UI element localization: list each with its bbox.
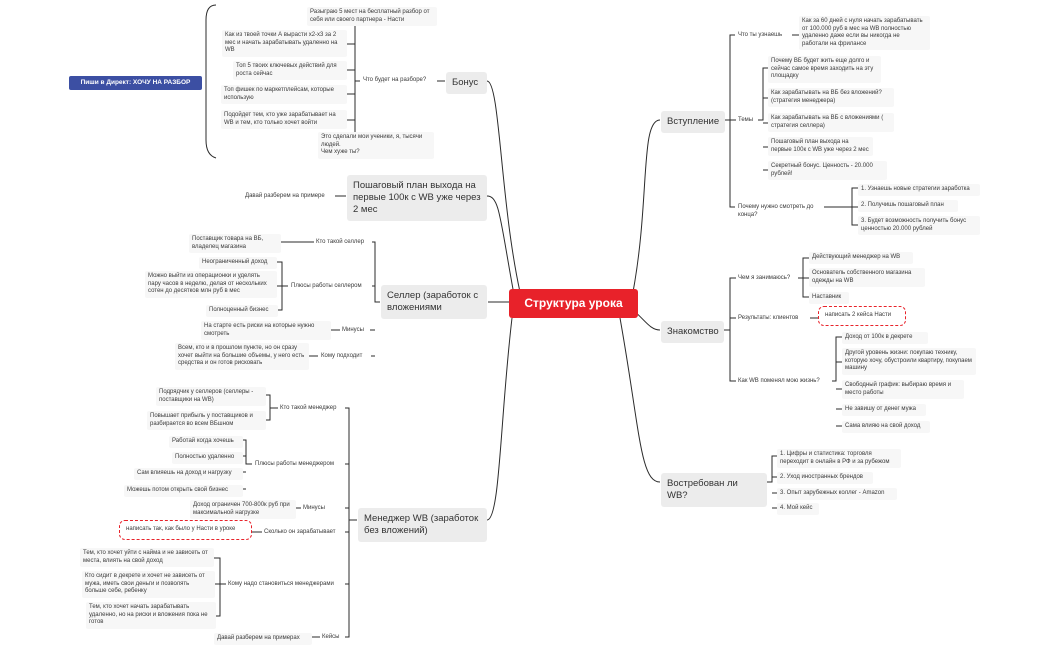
- meet-changed: Не завишу от денег мужа: [842, 404, 926, 416]
- branch-seller: Селлер (заработок с вложениями: [381, 285, 487, 319]
- manager-who: Повышает прибыль у поставщиков и разбира…: [147, 411, 266, 430]
- intro-topic: Пошаговый план выхода на первые 100к с W…: [768, 137, 873, 156]
- manager-who-should: Кто сидит в декрете и хочет не зависеть …: [82, 571, 215, 598]
- meet-changed: Сама влияю на свой доход: [842, 421, 930, 433]
- meet-changed: Свободный график: выбираю время и место …: [842, 380, 964, 399]
- manager-pro: Можешь потом открыть свой бизнес: [124, 485, 243, 497]
- meet-do: Наставник: [809, 292, 849, 304]
- intro-why-label: Почему нужно смотреть до конца?: [736, 203, 824, 220]
- seller-pro: Неограниченный доход: [199, 257, 277, 269]
- intro-learn: Как за 60 дней с нуля начать зарабатыват…: [799, 16, 930, 50]
- intro-topic: Как зарабатывать на ВБ без вложений? (ст…: [768, 88, 894, 107]
- intro-topic: Как зарабатывать на ВБ с вложениями ( ст…: [768, 113, 894, 132]
- intro-why: 1. Узнаешь новые стратегии заработка: [858, 184, 980, 196]
- manager-pro: Сам влияешь на доход и нагрузку: [134, 468, 243, 480]
- manager-earn-note: написать так, как было у Насти в уроке: [119, 520, 252, 540]
- bonus-item: Как из твоей точки А вырасти х2-х3 за 2 …: [222, 30, 347, 57]
- demand-item: 1. Цифры и статистика: торговля переходи…: [777, 449, 901, 468]
- intro-why: 3. Будет возможность получить бонус ценн…: [858, 216, 980, 235]
- manager-cases-label: Кейсы: [320, 633, 345, 643]
- manager-who-should: Тем, кто хочет начать зарабатывать удале…: [86, 602, 216, 629]
- manager-who-should: Тем, кто хочет уйти с найма и не зависет…: [80, 548, 214, 567]
- manager-pro: Полностью удаленно: [172, 452, 243, 464]
- manager-cons: Доход ограничен 700-800к руб при максима…: [190, 500, 296, 519]
- meet-do-label: Чем я занимаюсь?: [736, 274, 798, 284]
- intro-learn-label: Что ты узнаешь: [736, 31, 792, 41]
- demand-item: 4. Мой кейс: [777, 503, 819, 515]
- branch-plan: Пошаговый план выхода на первые 100к с W…: [347, 175, 487, 221]
- manager-who-should-label: Кому надо становиться менеджерами: [226, 580, 345, 590]
- intro-topic: Секретный бонус. Ценность - 20.000 рубле…: [768, 161, 887, 180]
- seller-fit-label: Кому подходит: [319, 352, 371, 362]
- branch-intro: Вступление: [661, 111, 725, 133]
- meet-results-note: написать 2 кейса Насти: [818, 306, 906, 326]
- seller-pros-label: Плюсы работы селлером: [289, 282, 371, 292]
- seller-who: Поставщик товара на ВБ, владелец магазин…: [189, 234, 281, 253]
- manager-pros-label: Плюсы работы менеджером: [253, 460, 345, 470]
- seller-cons: На старте есть риски на которые нужно см…: [201, 321, 331, 340]
- bonus-item: Топ 5 твоих ключевых действий для роста …: [233, 61, 347, 80]
- branch-manager: Менеджер WB (заработок без вложений): [358, 508, 487, 542]
- meet-changed: Другой уровень жизни: покупаю технику, к…: [842, 348, 976, 375]
- branch-meet: Знакомство: [661, 321, 724, 343]
- intro-topics-label: Темы: [736, 116, 758, 126]
- seller-cons-label: Минусы: [340, 326, 370, 336]
- meet-results-label: Результаты: клиентов: [736, 314, 810, 324]
- meet-do: Основатель собственного магазина одежды …: [809, 268, 925, 287]
- meet-do: Действующий менеджер на WB: [809, 252, 913, 264]
- plan-note: Давай разберем на примере: [243, 192, 335, 202]
- seller-pro: Полноценный бизнес: [206, 305, 278, 317]
- bonus-item: Подойдет тем, кто уже зарабатывает на WB…: [221, 110, 347, 129]
- manager-pro: Работай когда хочешь: [169, 436, 243, 448]
- central-topic: Структура урока: [509, 289, 638, 318]
- seller-who-label: Кто такой селлер: [314, 238, 372, 248]
- manager-cases: Давай разберем на примерах: [214, 633, 312, 645]
- demand-item: 2. Уход иностранных брендов: [777, 472, 873, 484]
- promo-banner[interactable]: Пиши в Директ: ХОЧУ НА РАЗБОР: [69, 76, 202, 91]
- meet-changed: Доход от 100к в декрете: [842, 332, 928, 344]
- manager-cons-label: Минусы: [301, 504, 345, 514]
- meet-changed-label: Как WB поменял мою жизнь?: [736, 377, 832, 387]
- manager-who-label: Кто такой менеджер: [278, 404, 345, 414]
- seller-pro: Можно выйти из операционки и уделять пар…: [145, 271, 277, 298]
- bonus-raffle: Разыграю 5 мест на бесплатный разбор от …: [307, 7, 437, 26]
- bonus-students: Это сделали мои ученики, я, тысячи людей…: [318, 132, 434, 159]
- intro-why: 2. Получишь пошаговый план: [858, 200, 958, 212]
- manager-who: Подрядчик у селлеров (селлеры - поставщи…: [156, 387, 266, 406]
- seller-fit: Всем, кто и в прошлом пункте, но он сраз…: [175, 343, 309, 370]
- intro-topic: Почему ВБ будет жить еще долго и сейчас …: [768, 56, 881, 83]
- bonus-item: Топ фишек по маркетплейсам, которые испо…: [221, 85, 347, 104]
- branch-bonus: Бонус: [446, 72, 487, 94]
- demand-item: 3. Опыт зарубежных коллег - Amazon: [777, 488, 897, 500]
- branch-demand: Востребован ли WB?: [661, 473, 767, 507]
- bonus-what-label: Что будет на разборе?: [361, 76, 437, 86]
- manager-earn-label: Сколько он зарабатывает: [262, 528, 345, 538]
